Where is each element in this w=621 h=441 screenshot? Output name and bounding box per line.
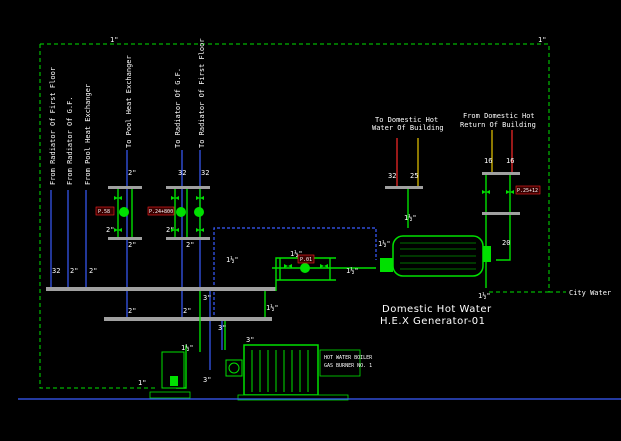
pipe-size-label: 1½" — [290, 250, 303, 258]
label-from-radiator-gf: From Radiator Of G.F. — [66, 96, 74, 185]
pump-tag: P.24+800 — [149, 209, 173, 215]
pipe-size-label: 32 — [201, 169, 209, 177]
pipe-size-label: 1½" — [181, 344, 194, 352]
boiler — [149, 344, 361, 401]
pipe-size-label: 2" — [128, 307, 136, 315]
size-label: 1" — [538, 36, 546, 44]
generator-title-line2: H.E.X Generator-01 — [380, 316, 486, 327]
from-dhw-label-1: From Domestic Hot — [463, 112, 535, 120]
pool-bottom-manifold — [108, 237, 142, 240]
pumps: P.58 P.24+800 P.01 P.25+12 — [95, 185, 541, 273]
pump-icon — [176, 207, 186, 217]
pipe-size-label: 16 — [484, 157, 492, 165]
pipe-size-label: 1½" — [266, 304, 279, 312]
ret-top-manifold — [482, 172, 520, 175]
pipe-size-label: 2" — [186, 241, 194, 249]
pump-icon — [119, 207, 129, 217]
label-from-radiator-first-floor: From Radiator Of First Floor — [49, 67, 57, 185]
dhw-pipes — [396, 130, 513, 186]
pipe-size-label: 32 — [178, 169, 186, 177]
pipe-size-label: 1½" — [226, 256, 239, 264]
headers — [46, 172, 520, 321]
city-water-label: City Water — [569, 289, 611, 297]
pipe-size-labels: 32 2" 2" 2" 2" 2" 32 32 2" 2" 2" 3" 2" 3… — [52, 157, 514, 384]
label-to-pool-hex: To Pool Heat Exchanger — [125, 55, 133, 148]
pipe-size-label: 25 — [410, 172, 418, 180]
pipe-size-label: 1½" — [346, 267, 359, 275]
pump-tag-box — [95, 206, 115, 216]
pipe-size-label: 2" — [70, 267, 78, 275]
pump-tag-box — [297, 254, 315, 264]
pipe-size-label: 3" — [246, 336, 254, 344]
pump-tag: P.58 — [98, 209, 110, 215]
rad-bottom-manifold — [166, 237, 210, 240]
pipe-size-label: 16 — [506, 157, 514, 165]
pipe-size-label: 3" — [203, 294, 211, 302]
pump-tag-box — [515, 185, 541, 195]
to-dhw-label-1: To Domestic Hot — [375, 116, 438, 124]
pump-icon — [300, 263, 310, 273]
pump-tag-box — [147, 206, 175, 216]
valves — [114, 190, 514, 268]
pipe-size-label: 2" — [128, 169, 136, 177]
pipe-size-label: 3" — [203, 376, 211, 384]
size-label: 1" — [138, 379, 146, 387]
pipe-size-label: 20 — [502, 239, 510, 247]
pipe-size-label: 32 — [388, 172, 396, 180]
label-to-radiator-gf: To Radiator Of G.F. — [174, 68, 182, 148]
from-dhw-label-2: Return Of Building — [460, 121, 536, 129]
rad-top-manifold — [166, 186, 210, 189]
return-header — [46, 287, 276, 291]
pipe-size-label: 3" — [218, 324, 226, 332]
pipe-size-label: 2" — [89, 267, 97, 275]
dhw-top-manifold — [385, 186, 423, 189]
dashed-boundary — [39, 43, 566, 389]
pump-icon — [194, 207, 204, 217]
pipe-size-label: 2" — [128, 241, 136, 249]
pipe-size-label: 32 — [52, 267, 60, 275]
pipe-size-label: 2" — [106, 226, 114, 234]
to-dhw-label-2: Water Of Building — [372, 124, 444, 132]
pipe-size-label: 1½" — [378, 240, 391, 248]
label-to-radiator-first-floor: To Radiator Of First Floor — [198, 38, 206, 148]
blue-supply-pipes — [50, 150, 377, 370]
boiler-tag: HOT WATER BOILER — [324, 355, 373, 361]
pipe-size-label: 1½" — [404, 214, 417, 222]
pump-tag: P.01 — [300, 257, 312, 263]
hex-generator — [380, 235, 491, 277]
pipe-size-label: 2" — [183, 307, 191, 315]
supply-header — [104, 317, 272, 321]
vertical-pipe-labels: From Radiator Of First Floor From Radiat… — [49, 38, 206, 185]
ret-bottom-manifold — [482, 212, 520, 215]
generator-title-line1: Domestic Hot Water — [382, 304, 492, 315]
pipe-size-label: 1½" — [478, 292, 491, 300]
pipe-size-label: 2" — [166, 226, 174, 234]
burner-tag: GAS BURNER NO. 1 — [324, 363, 372, 369]
pool-top-manifold — [108, 186, 142, 189]
label-from-pool-hex: From Pool Heat Exchanger — [84, 84, 92, 185]
size-label: 1" — [110, 36, 118, 44]
pump-tag: P.25+12 — [517, 188, 538, 194]
